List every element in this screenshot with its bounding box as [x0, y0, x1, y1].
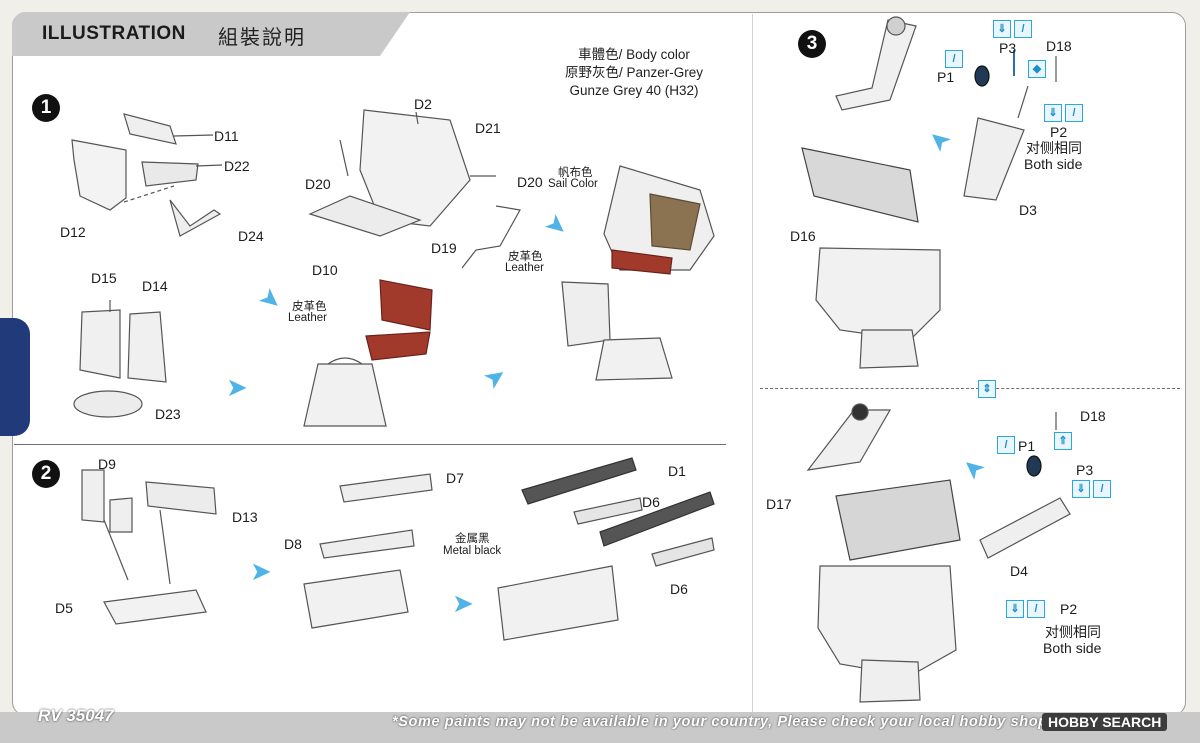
- page-title: ILLUSTRATION: [42, 23, 186, 44]
- sail-color-cn: 帆布色: [558, 167, 593, 179]
- part-p3-top: P3: [999, 40, 1017, 56]
- part-d16: D16: [790, 228, 816, 244]
- paint-availability-notice: *Some paints may not be available in you…: [392, 714, 1052, 730]
- glue-icon: ⇓: [993, 20, 1011, 38]
- part-d5: D5: [55, 600, 73, 616]
- part-d1: D1: [668, 463, 686, 479]
- part-d9: D9: [98, 456, 116, 472]
- part-d11: D11: [214, 128, 239, 144]
- part-p2-bottom: P2: [1060, 601, 1078, 617]
- part-p1-top: P1: [937, 69, 955, 85]
- part-d10: D10: [312, 262, 338, 278]
- divider-dashed: [760, 388, 1180, 389]
- both-side-en-1: Both side: [1024, 156, 1083, 172]
- both-side-cn-1: 对侧相同: [1026, 140, 1082, 156]
- cut-icon: /: [945, 50, 963, 68]
- part-d22: D22: [224, 158, 250, 174]
- part-p2-top: P2: [1050, 124, 1068, 140]
- divider-step2: [14, 444, 726, 445]
- glue-icon: ⇓: [1044, 104, 1062, 122]
- part-d12: D12: [60, 224, 86, 240]
- part-d18-bottom: D18: [1080, 408, 1106, 424]
- part-p3-bottom: P3: [1076, 462, 1094, 478]
- glue-icon: ⇓: [1006, 600, 1024, 618]
- watermark: HOBBY SEARCH: [1042, 713, 1168, 731]
- paint-body-line3: Gunze Grey 40 (H32): [569, 83, 699, 98]
- sail-color-en: Sail Color: [548, 178, 598, 190]
- divider-vertical: [752, 14, 753, 714]
- header-bar-slant: [380, 12, 410, 56]
- step-number-1: 1: [32, 94, 60, 122]
- cut-icon: /: [997, 436, 1015, 454]
- step-number-2: 2: [32, 460, 60, 488]
- assembly-arrow-icon: ➤: [250, 556, 272, 586]
- part-d20-right: D20: [517, 174, 543, 190]
- leather-cn-2: 皮革色: [292, 301, 327, 313]
- part-d7: D7: [446, 470, 464, 486]
- leather-en-1: Leather: [505, 262, 545, 274]
- both-side-en-2: Both side: [1043, 640, 1102, 656]
- part-d15: D15: [91, 270, 117, 286]
- part-d19: D19: [431, 240, 457, 256]
- metal-black-cn: 金属黑: [455, 533, 490, 545]
- paint-body-line2: 原野灰色/ Panzer-Grey: [565, 65, 704, 80]
- cut-icon: /: [1014, 20, 1032, 38]
- both-side-cn-2: 对侧相同: [1045, 624, 1101, 640]
- side-badge: [0, 318, 30, 436]
- flip-icon: ◆: [1028, 60, 1046, 78]
- paint-body-color: 車體色/ Body color 原野灰色/ Panzer-Grey Gunze …: [565, 46, 703, 100]
- part-d2: D2: [414, 96, 432, 112]
- part-d24: D24: [238, 228, 264, 244]
- part-d6-top: D6: [642, 494, 660, 510]
- part-d13: D13: [232, 509, 258, 525]
- part-d17: D17: [766, 496, 792, 512]
- view-switch-icon: ⇕: [978, 380, 996, 398]
- leather-cn-1: 皮革色: [508, 251, 543, 263]
- assembly-arrow-icon: ➤: [226, 372, 248, 402]
- paint-body-line1: 車體色/ Body color: [578, 47, 690, 62]
- part-d6-bottom: D6: [670, 581, 688, 597]
- part-d23: D23: [155, 406, 181, 422]
- product-code: RV 35047: [38, 706, 114, 725]
- header-bar: [12, 12, 380, 56]
- part-p1-bottom: P1: [1018, 438, 1036, 454]
- assembly-arrow-icon: ➤: [452, 588, 474, 618]
- leather-en-2: Leather: [288, 312, 328, 324]
- footer-bar: [0, 712, 1200, 743]
- cut-icon: /: [1093, 480, 1111, 498]
- cut-icon: /: [1027, 600, 1045, 618]
- glue-icon: ⇓: [1072, 480, 1090, 498]
- step-number-3: 3: [798, 30, 826, 58]
- part-d8: D8: [284, 536, 302, 552]
- part-d18-top: D18: [1046, 38, 1072, 54]
- glue-icon: ⇑: [1054, 432, 1072, 450]
- part-d3: D3: [1019, 202, 1037, 218]
- page-title-cn: 組裝說明: [218, 27, 306, 49]
- part-d4: D4: [1010, 563, 1028, 579]
- part-d20-left: D20: [305, 176, 331, 192]
- cut-icon: /: [1065, 104, 1083, 122]
- metal-black-en: Metal black: [443, 545, 502, 557]
- part-d14: D14: [142, 278, 168, 294]
- part-d21: D21: [475, 120, 501, 136]
